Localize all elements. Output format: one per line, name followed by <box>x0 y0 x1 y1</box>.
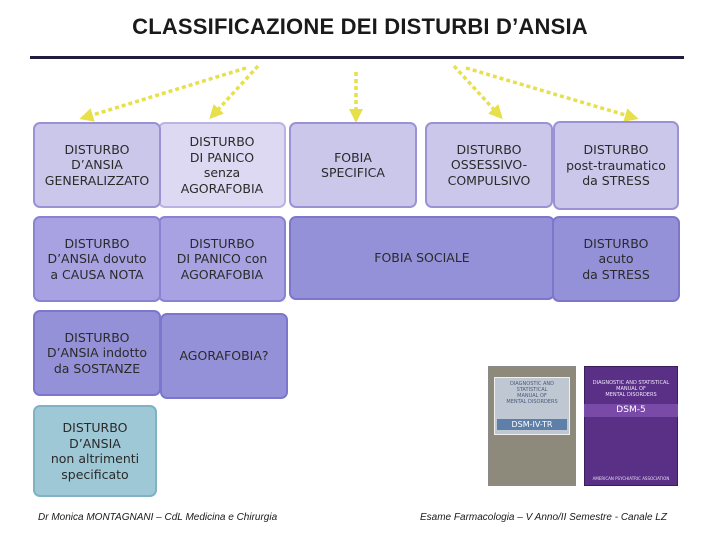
box-anxiety-nos: DISTURBO D’ANSIA non altrimenti specific… <box>33 405 157 497</box>
box-ocd: DISTURBO OSSESSIVO- COMPULSIVO <box>425 122 553 208</box>
dsm-iv-tr-cover: DIAGNOSTIC AND STATISTICAL MANUAL OF MEN… <box>488 366 576 486</box>
arrow-to-ocd <box>452 64 503 120</box>
footer-author: Dr Monica MONTAGNANI – CdL Medicina e Ch… <box>38 512 278 523</box>
arrow-to-ptsd <box>465 66 639 122</box>
dsm-iv-edition: DSM-IV-TR <box>497 419 567 430</box>
box-substance-anxiety: DISTURBO D’ANSIA indotto da SOSTANZE <box>33 310 161 396</box>
box-panic-without-agoraphobia: DISTURBO DI PANICO senza AGORAFOBIA <box>158 122 286 208</box>
title-underline <box>30 56 684 59</box>
footer-course: Esame Farmacologia – V Anno/II Semestre … <box>420 512 667 523</box>
box-panic-with-agoraphobia: DISTURBO DI PANICO con AGORAFOBIA <box>158 216 286 302</box>
dsm-5-edition: DSM-5 <box>584 404 678 417</box>
dsm-iv-title: DIAGNOSTIC AND STATISTICAL MANUAL OF MEN… <box>506 381 558 405</box>
arrow-to-gad <box>79 66 247 122</box>
box-generalized-anxiety: DISTURBO D’ANSIA GENERALIZZATO <box>33 122 161 208</box>
box-social-phobia: FOBIA SOCIALE <box>289 216 555 300</box>
box-ptsd: DISTURBO post-traumatico da STRESS <box>553 121 679 210</box>
dsm-5-publisher: AMERICAN PSYCHIATRIC ASSOCIATION <box>592 476 670 481</box>
box-acute-stress: DISTURBO acuto da STRESS <box>552 216 680 302</box>
arrow-to-specific-phobia <box>209 64 260 120</box>
box-agoraphobia: AGORAFOBIA? <box>160 313 288 399</box>
dsm-5-title: DIAGNOSTIC AND STATISTICAL MANUAL OF MEN… <box>592 380 670 398</box>
dsm-5-cover: DIAGNOSTIC AND STATISTICAL MANUAL OF MEN… <box>584 366 678 486</box>
box-anxiety-medical-condition: DISTURBO D’ANSIA dovuto a CAUSA NOTA <box>33 216 161 302</box>
box-specific-phobia: FOBIA SPECIFICA <box>289 122 417 208</box>
page-title: CLASSIFICAZIONE DEI DISTURBI D’ANSIA <box>132 14 588 39</box>
